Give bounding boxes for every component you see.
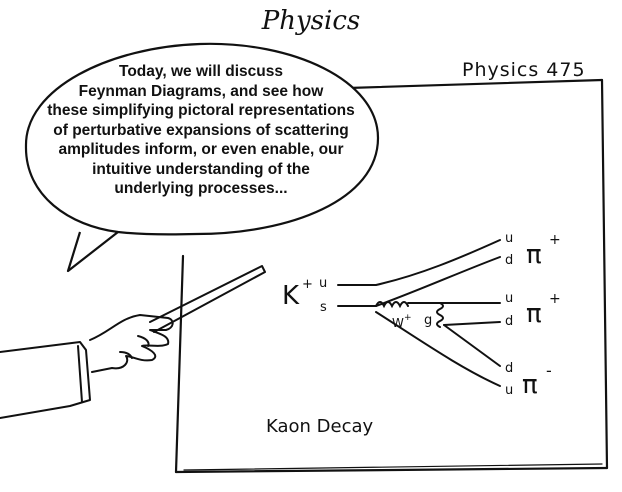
out2-quark-top: u — [505, 291, 513, 306]
pointer-stick — [149, 265, 266, 333]
incoming-quark-top: u — [319, 276, 327, 291]
quark-line-lower — [375, 311, 501, 387]
board-inner-shadow — [183, 463, 603, 471]
out1-particle: π — [526, 240, 542, 270]
board-left-edge — [174, 254, 185, 474]
incoming-quark-bottom: s — [320, 300, 327, 315]
comic-title: Physics — [261, 6, 361, 36]
out1-charge: + — [549, 232, 561, 248]
course-label: Physics 475 — [462, 59, 586, 81]
board-bottom-edge — [174, 466, 609, 474]
pion-bottom-upper — [443, 324, 501, 367]
pion-mid-lower — [443, 321, 501, 326]
teacher-arm — [0, 265, 266, 419]
sleeve-fold — [77, 345, 83, 403]
board-caption: Kaon Decay — [266, 416, 374, 437]
antiquark-line-bottom-upper — [337, 256, 501, 307]
out2-charge: + — [549, 291, 561, 307]
quark-line-top — [337, 239, 501, 286]
w-boson-wavy — [375, 301, 409, 309]
speech-line: amplitudes inform, or even enable, our — [58, 141, 344, 158]
out1-quark-bottom: d — [505, 253, 513, 268]
speech-line: Today, we will discuss — [119, 63, 283, 80]
speech-text: Today, we will discuss Feynman Diagrams,… — [36, 62, 366, 199]
hand-knuckle-line — [119, 351, 133, 359]
sleeve — [0, 341, 91, 419]
w-boson-label: W — [392, 316, 404, 330]
out3-quark-bottom: u — [505, 383, 513, 398]
gluon-label: g — [424, 313, 432, 328]
speech-line: Feynman Diagrams, and see how — [78, 82, 324, 100]
gluon-curly — [436, 302, 444, 328]
blackboard — [174, 78, 609, 474]
out1-quark-top: u — [505, 231, 513, 246]
feynman-diagram — [337, 239, 501, 387]
w-boson-charge: + — [404, 313, 412, 323]
out3-particle: π — [522, 370, 538, 400]
speech-line: intuitive understanding of the — [92, 160, 310, 178]
hand-finger-line — [137, 335, 150, 347]
speech-bubble — [24, 42, 380, 273]
out3-charge: - — [546, 361, 552, 380]
speech-line: of perturbative expansions of scattering — [53, 121, 349, 139]
hand — [89, 314, 174, 373]
speech-line: these simplifying pictoral representatio… — [47, 102, 355, 119]
out2-quark-bottom: d — [505, 314, 513, 329]
incoming-particle-label: K — [282, 281, 300, 311]
speech-line: underlying processes... — [114, 180, 288, 197]
diagram-labels: K + u s W + g u d π + u d π + d u π - — [282, 231, 561, 400]
board-right-edge — [600, 78, 609, 470]
out2-particle: π — [526, 299, 542, 329]
incoming-charge-label: + — [302, 277, 313, 292]
out3-quark-top: d — [505, 361, 513, 376]
board-top-edge — [346, 78, 604, 90]
